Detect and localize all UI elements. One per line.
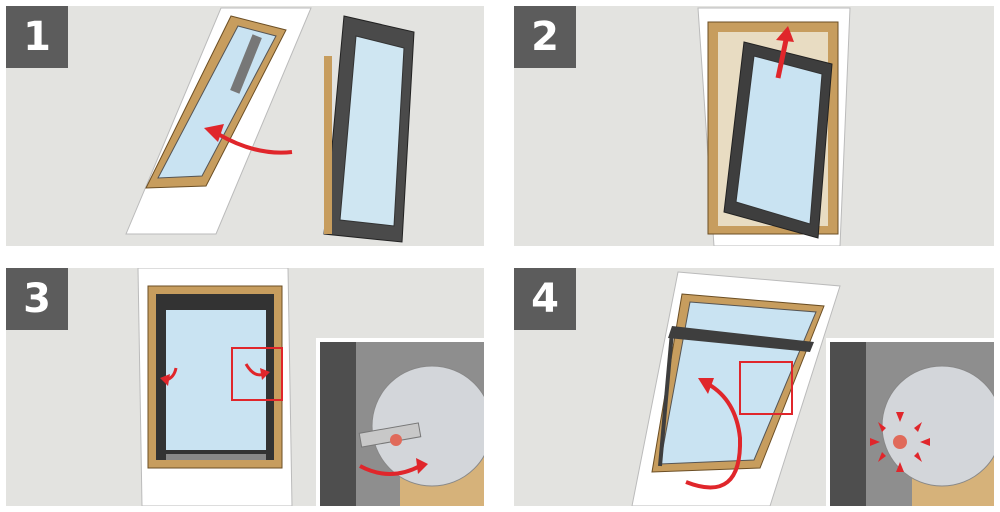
burst-arrows <box>870 412 930 472</box>
arrowhead <box>204 124 224 142</box>
detail-inset <box>826 338 994 506</box>
step-number-badge: 1 <box>6 6 68 68</box>
curved-arrow <box>216 132 293 155</box>
step-2-panel: 2 <box>514 6 994 246</box>
lock-button <box>390 434 402 446</box>
step-number-badge: 2 <box>514 6 576 68</box>
highlight-box <box>739 361 793 415</box>
highlight-box <box>231 347 283 401</box>
arrowhead <box>416 458 428 474</box>
window-glass <box>166 310 266 450</box>
frame-profile <box>830 342 866 506</box>
step-1-illustration <box>125 7 415 243</box>
hinge-mechanism <box>230 34 262 94</box>
step-1-panel: 1 <box>6 6 484 246</box>
sash-wood-edge <box>324 56 332 234</box>
hinge-detail-illustration <box>320 342 484 506</box>
step-2-illustration <box>697 7 851 246</box>
step-number-badge: 4 <box>514 268 576 330</box>
hinge-disc <box>371 365 484 487</box>
arrowhead <box>260 368 270 380</box>
step-4-illustration <box>631 271 841 506</box>
bottom-handle-bar <box>166 454 266 460</box>
sash-side <box>658 331 674 467</box>
step-3-illustration <box>137 268 293 506</box>
frame-profile <box>320 342 356 506</box>
removed-sash-glass <box>339 35 405 227</box>
step-3-panel: 3 <box>6 268 484 506</box>
detail-inset <box>316 338 484 506</box>
arrowhead <box>160 374 170 386</box>
arrowhead <box>698 378 714 394</box>
straight-arrow <box>775 39 789 79</box>
arrowhead <box>776 26 794 42</box>
hinge-detail-illustration <box>830 342 994 506</box>
lock-button <box>893 435 907 449</box>
curved-arrow <box>359 464 421 476</box>
step-4-panel: 4 <box>514 268 994 506</box>
tilted-sash-glass <box>735 55 823 225</box>
step-number-badge: 3 <box>6 268 68 330</box>
curved-arrow <box>685 382 743 490</box>
sash-top-rail <box>668 326 814 352</box>
